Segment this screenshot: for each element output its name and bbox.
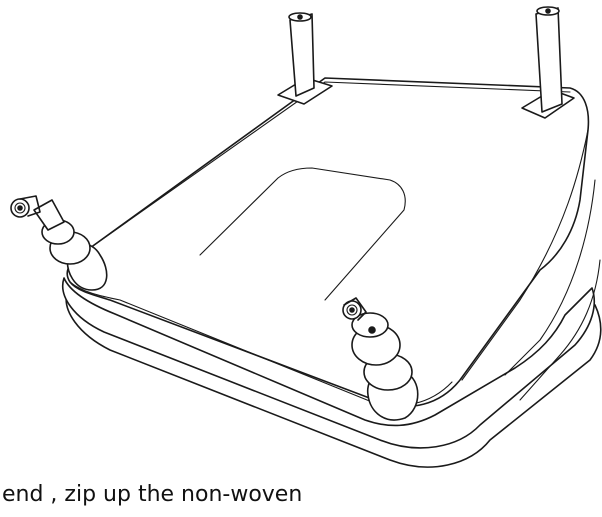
- chair-leg-icon: [521, 6, 575, 119]
- caster-wheel-inner-front: [346, 304, 358, 316]
- caster-neck-front: [351, 312, 389, 338]
- seat-center-panel: [199, 167, 406, 301]
- instruction-caption: end , zip up the non-woven: [2, 482, 303, 507]
- seat-side-fold: [461, 129, 589, 381]
- leg-post-left: [289, 13, 315, 97]
- leg-hole-left: [297, 14, 303, 20]
- seat-side-fold-3: [519, 259, 601, 401]
- seat-side-fold-2: [504, 179, 596, 376]
- chair-leg-icon: [277, 12, 333, 105]
- caster-wheel-icon: [342, 297, 419, 421]
- caster-bracket-left: [19, 195, 41, 217]
- ottoman-assembly-illustration: [10, 6, 602, 468]
- caster-wheel-icon: [10, 195, 108, 291]
- caster-neck-left: [33, 199, 65, 231]
- caster-bracket-front: [343, 297, 367, 321]
- leg-hole-right: [545, 8, 551, 14]
- caster-wheel-inner-left: [14, 202, 26, 214]
- seat-back-ridge: [89, 81, 571, 249]
- caster-stem-hole-front: [368, 326, 376, 334]
- cushion-middle-layer: [62, 277, 596, 449]
- caster-axle-front: [349, 307, 355, 313]
- caster-axle-left: [17, 205, 23, 211]
